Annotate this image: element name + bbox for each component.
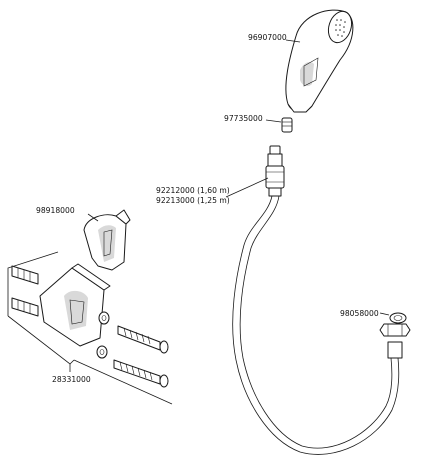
hand-shower — [285, 9, 354, 113]
part-number-hose-long: 92212000 (1,60 m) — [156, 186, 230, 195]
shower-hose — [232, 145, 411, 455]
holder-clip — [83, 209, 131, 271]
part-number-washer: 98058000 — [340, 309, 379, 318]
wall-bracket — [39, 263, 111, 347]
bracket-washer-upper — [98, 311, 110, 325]
spray-face-dots — [335, 19, 346, 37]
part-number-connector: 97735000 — [224, 114, 263, 123]
washer — [389, 312, 407, 324]
wall-plug-upper — [11, 265, 39, 285]
wall-bracket-set — [7, 251, 173, 405]
bracket-washer-lower — [96, 345, 108, 359]
screw-lower — [113, 359, 169, 388]
screw-upper — [117, 325, 169, 354]
part-number-holder-clip: 98918000 — [36, 206, 75, 215]
part-number-hand-shower: 96907000 — [248, 33, 287, 42]
wall-plug-lower — [11, 297, 39, 317]
connector-nut — [281, 117, 293, 133]
part-number-hose-short: 92213000 (1,25 m) — [156, 196, 230, 205]
part-number-wall-bracket-set: 28331000 — [52, 375, 91, 384]
